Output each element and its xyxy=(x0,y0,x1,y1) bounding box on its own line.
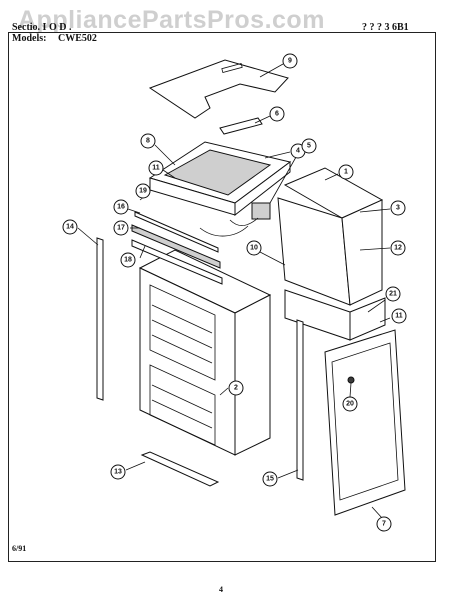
model-number: CWE502 xyxy=(58,33,97,44)
rack-1 xyxy=(151,304,213,334)
control-panel-side xyxy=(341,199,383,306)
part-code: ? ? ? 3 6B1 xyxy=(362,22,409,33)
svg-text:8: 8 xyxy=(146,138,150,145)
svg-text:6: 6 xyxy=(275,111,279,118)
trim-strip-18 xyxy=(131,239,223,285)
svg-text:20: 20 xyxy=(346,401,354,408)
svg-text:14: 14 xyxy=(66,224,74,231)
diagram-frame xyxy=(8,32,436,562)
callout-15: 15 xyxy=(262,471,278,487)
callout-18: 18 xyxy=(120,252,136,268)
wire-harness-2 xyxy=(199,225,249,237)
lower-box-side xyxy=(349,297,386,341)
switch-block xyxy=(251,202,271,220)
svg-text:11: 11 xyxy=(395,313,403,320)
callout-3: 3 xyxy=(390,200,406,216)
revision-date: 6/91 xyxy=(12,544,27,553)
rack-4 xyxy=(151,384,213,414)
vent-housing-top xyxy=(163,149,272,196)
top-panel-slot xyxy=(221,62,243,74)
svg-text:19: 19 xyxy=(139,188,147,195)
svg-text:21: 21 xyxy=(389,291,397,298)
right-side-strip xyxy=(296,319,304,481)
svg-text:17: 17 xyxy=(117,225,125,232)
watermark: AppliancePartsPros.com xyxy=(18,6,325,34)
section-label: Sectio. I O D . xyxy=(12,22,72,33)
svg-text:3: 3 xyxy=(396,205,400,212)
svg-text:11: 11 xyxy=(152,165,160,172)
vent-housing-side xyxy=(234,161,291,217)
svg-text:7: 7 xyxy=(382,521,386,528)
rack-2 xyxy=(151,319,213,349)
callout-20: 20 xyxy=(342,396,358,412)
callout-21: 21 xyxy=(385,286,401,302)
leader-lines xyxy=(77,63,391,519)
svg-text:2: 2 xyxy=(234,385,238,392)
svg-text:5: 5 xyxy=(307,143,311,150)
svg-text:10: 10 xyxy=(250,245,258,252)
left-side-strip xyxy=(96,237,104,401)
small-bracket xyxy=(219,117,263,135)
svg-text:4: 4 xyxy=(296,148,300,155)
callout-19: 19 xyxy=(135,183,151,199)
callout-11-top: 11 xyxy=(148,160,164,176)
callout-9: 9 xyxy=(282,53,298,69)
callout-5: 5 xyxy=(301,138,317,154)
callout-11-bottom: 11 xyxy=(391,308,407,324)
oven-door-inner xyxy=(331,342,399,501)
svg-text:16: 16 xyxy=(117,204,125,211)
callout-8: 8 xyxy=(140,133,156,149)
rack-5 xyxy=(151,399,213,429)
callout-12: 12 xyxy=(390,240,406,256)
oven-body-side xyxy=(234,294,271,456)
top-panel xyxy=(148,59,289,119)
svg-text:1: 1 xyxy=(344,169,348,176)
upper-cavity xyxy=(149,284,216,381)
svg-text:12: 12 xyxy=(394,245,402,252)
callout-17: 17 xyxy=(113,220,129,236)
svg-text:18: 18 xyxy=(124,257,132,264)
door-latch xyxy=(347,376,355,384)
page-number: 4 xyxy=(219,585,223,594)
bottom-trim xyxy=(140,451,220,487)
callout-13: 13 xyxy=(110,464,126,480)
callout-2: 2 xyxy=(228,380,244,396)
callout-16: 16 xyxy=(113,199,129,215)
callout-1: 1 xyxy=(338,164,354,180)
rack-3 xyxy=(151,334,213,364)
trim-strip-16 xyxy=(134,211,219,253)
svg-text:9: 9 xyxy=(288,58,292,65)
svg-text:13: 13 xyxy=(114,469,122,476)
wire-harness xyxy=(229,217,259,227)
callout-14: 14 xyxy=(62,219,78,235)
callout-7: 7 xyxy=(376,516,392,532)
svg-text:15: 15 xyxy=(266,476,274,483)
trim-strip-17 xyxy=(131,224,221,269)
models-label: Models: xyxy=(12,33,47,44)
callout-6: 6 xyxy=(269,106,285,122)
oven-door xyxy=(324,329,406,516)
lower-cavity xyxy=(149,364,216,446)
callout-10: 10 xyxy=(246,240,262,256)
